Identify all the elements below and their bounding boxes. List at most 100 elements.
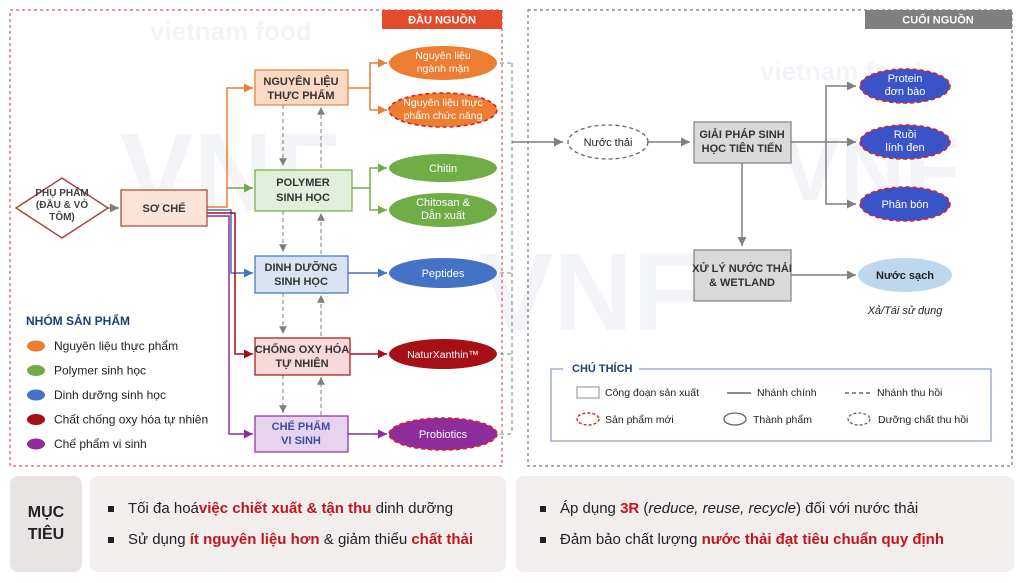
label-line: DINH DƯỠNG (265, 261, 338, 274)
label-line: THỰC PHẨM (267, 89, 334, 102)
product-group-swatch (27, 438, 45, 450)
product-group-swatch (27, 365, 45, 376)
key-main-label: Nhánh chính (757, 387, 817, 399)
key-finished-label: Thành phẩm (753, 414, 812, 426)
branch-nutrition (207, 209, 253, 278)
upstream-frame (9, 9, 503, 467)
key-recovered-label: Dưỡng chất thu hồi (878, 414, 968, 426)
watermark-tagline: vietnam food (150, 16, 312, 46)
goals-label-line-1: MỤC (27, 504, 65, 521)
product-peptides (389, 258, 497, 288)
branch-antiox (207, 212, 253, 359)
label-line: XỬ LÝ NƯỚC THẢI (692, 262, 792, 275)
arrow-bio-to-protein (791, 81, 856, 143)
label-line: VI SINH (281, 435, 321, 447)
bio-solution-node (693, 121, 792, 164)
stage-nutrition (254, 255, 349, 294)
product-groups-title: NHÓM SẢN PHẨM (26, 313, 130, 328)
key-new-product-swatch (576, 412, 600, 426)
arrow-bio-to-fert (825, 142, 856, 209)
label-line: TỰ NHIÊN (275, 357, 328, 370)
product-group-swatch (27, 389, 45, 401)
label-line: NGUYÊN LIỆU (263, 75, 338, 88)
upstream-tag (382, 10, 502, 29)
product-group-label: Chất chống oxy hóa tự nhiên (54, 413, 208, 427)
arrow-polymer-to-chitin (352, 163, 387, 189)
goals-label: MỤC TIÊU (10, 476, 82, 572)
label-line: (ĐẦU & VỎ (36, 198, 88, 211)
goal-water-quality: Đảm bảo chất lượng nước thải đạt tiêu ch… (540, 531, 944, 548)
label-line: PHỤ PHẨM (35, 186, 88, 199)
reuse-note: Xả/Tái sử dụng (867, 305, 944, 317)
product-naturxanthin (389, 339, 497, 369)
output-soldier-fly (859, 124, 951, 160)
product-probiotics (388, 417, 498, 451)
arrow-food-to-salty (348, 58, 387, 89)
label-line: Protein (888, 73, 923, 85)
product-probiotics-label: Probiotics (419, 429, 468, 441)
recovery-arrows (279, 105, 325, 415)
arrow-polymer-to-chitosan (369, 188, 387, 215)
output-clean-water-label: Nước sạch (876, 270, 934, 282)
key-title-bg (563, 360, 639, 375)
watermark: VNF VNF VNF vietnam food vietnam food (120, 16, 960, 354)
goal-reduce-waste: Sử dụng ít nguyên liệu hơn & giảm thiểu … (108, 531, 473, 548)
product-group-label: Nguyên liệu thực phẩm (54, 339, 178, 353)
key-recovery-label: Nhánh thu hồi (877, 387, 942, 399)
watermark-logo: VNF (480, 231, 700, 354)
goals-label-line-2: TIÊU (27, 526, 65, 543)
product-peptides-label: Peptides (422, 268, 465, 280)
label-line: SINH HỌC (276, 192, 330, 204)
treatment-label: XỬ LÝ NƯỚC THẢI& WETLAND (692, 262, 792, 289)
key-finished-swatch (723, 412, 747, 426)
label-line: POLYMER (276, 177, 329, 189)
goal-3r: Áp dụng 3R (reduce, reuse, recycle) đối … (540, 500, 918, 517)
label-line: SINH HỌC (274, 276, 328, 288)
output-fertilizer (859, 186, 951, 222)
stage-nutrition-label: DINH DƯỠNG SINH HỌC (265, 261, 338, 288)
wastewater-collector (500, 62, 513, 435)
product-group-swatch (27, 414, 45, 425)
output-clean-water (858, 258, 952, 292)
label-line: lính đen (885, 142, 924, 154)
label-line: Dẫn xuất (421, 209, 465, 222)
goal-extraction: Tối đa hoá việc chiết xuất & tận thu din… (108, 500, 453, 517)
label-line: Nguyên liệu thực (403, 97, 482, 109)
product-chitosan-label: Chitosan &Dẫn xuất (416, 197, 470, 222)
label-line: CHẾ PHẨM (272, 420, 331, 433)
key-new-product-label: Sản phẩm mới (605, 414, 674, 426)
product-group-label: Chế phẩm vi sinh (54, 437, 147, 451)
output-fertilizer-label: Phân bón (881, 199, 928, 211)
upstream-title: ĐẦU NGUỒN (408, 14, 476, 27)
wastewater-label: Nước thải (584, 137, 633, 149)
bullet (540, 536, 546, 543)
product-naturxanthin-label: NaturXanthin™ (407, 349, 479, 361)
product-chitin-label: Chitin (429, 163, 457, 175)
product-chitosan (389, 193, 497, 227)
product-group-swatch (27, 340, 45, 352)
label-line: GIẢI PHÁP SINH (699, 128, 784, 141)
product-group-label: Polymer sinh học (54, 364, 146, 378)
bullet (540, 505, 546, 512)
label-line: Chitosan & (416, 197, 470, 209)
branch-micro (207, 215, 253, 439)
goals-panel-upstream (90, 476, 506, 572)
goals-panel-downstream (516, 476, 1014, 572)
product-group-label: Dinh dưỡng sinh học (54, 388, 166, 402)
product-functional (388, 92, 498, 128)
label-line: TÔM) (49, 210, 75, 223)
output-protein (859, 68, 951, 104)
downstream-frame (527, 9, 1013, 467)
product-salty (389, 46, 497, 80)
key-recovered-swatch (847, 412, 871, 426)
